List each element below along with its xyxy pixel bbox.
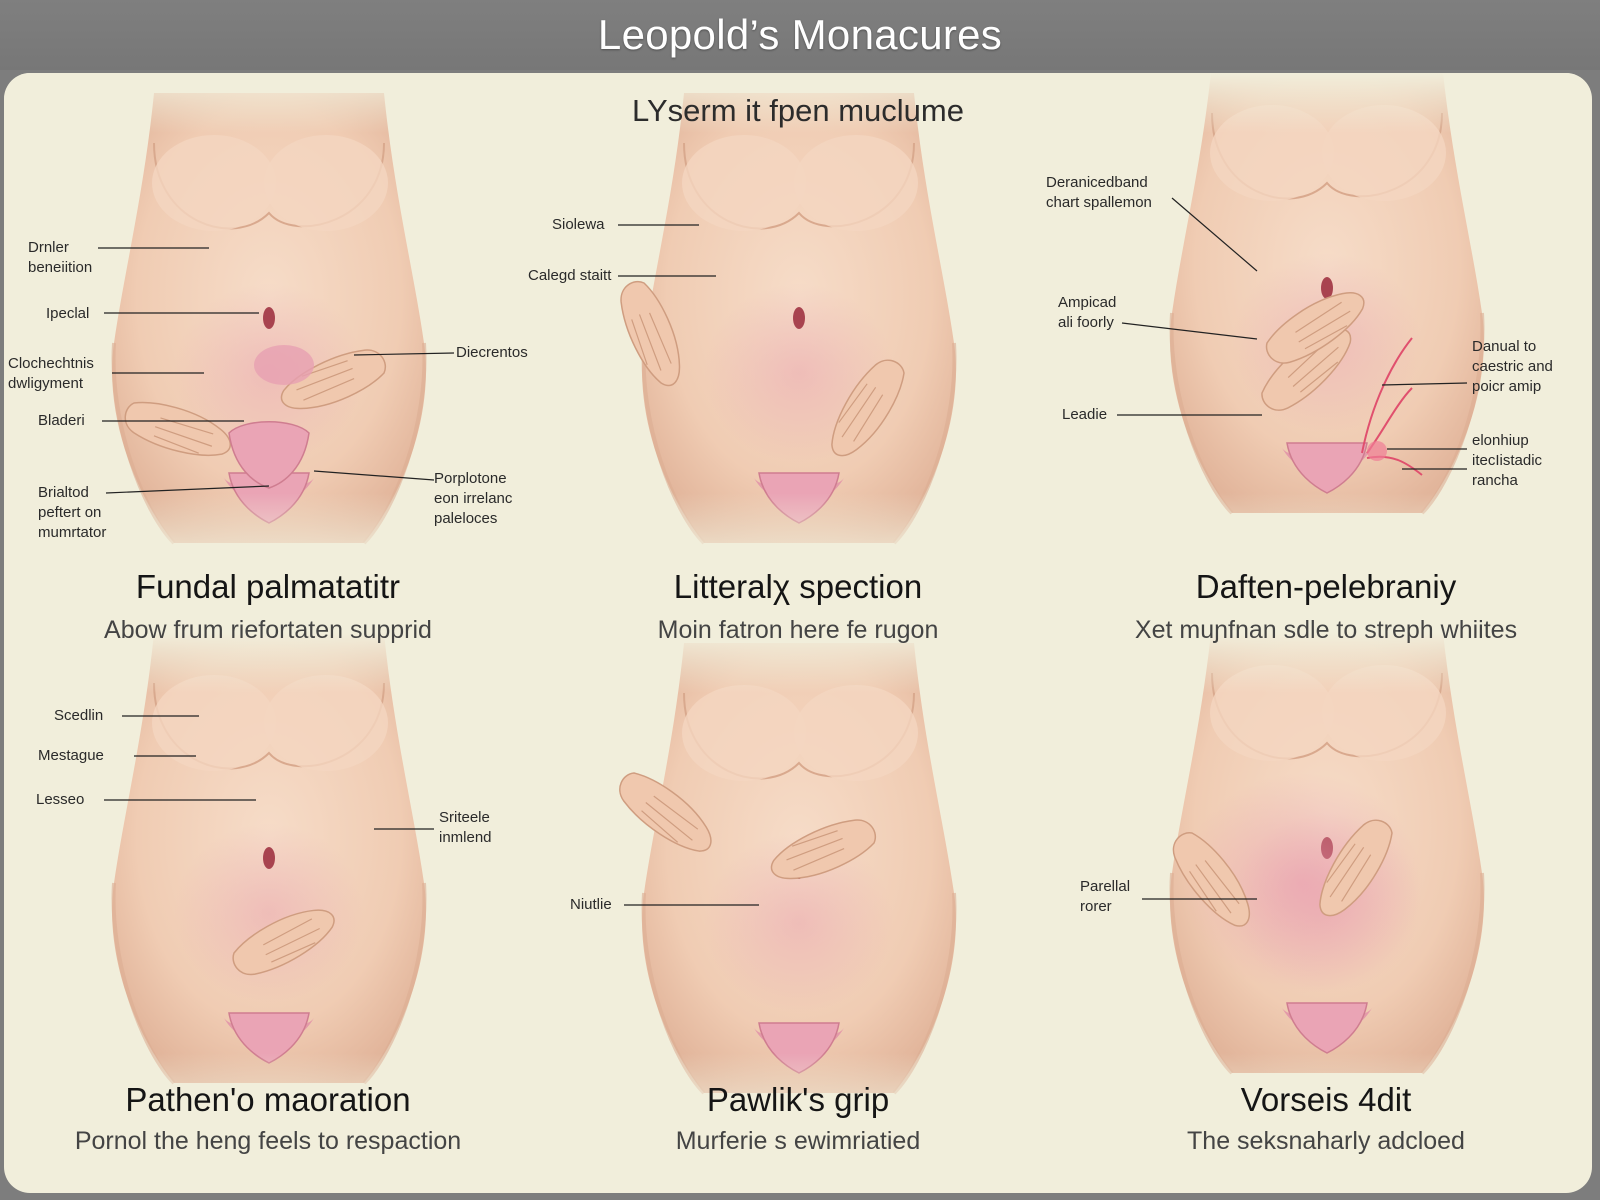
panel-fourth: Scedlin Mestague Lesseo Sriteele inmlend…: [4, 633, 532, 1193]
callout-label: Deranicedband chart spallemon: [1046, 174, 1152, 211]
nerve-illustration: [1361, 337, 1423, 476]
callout-label: Lesseo: [36, 791, 85, 808]
torso-illustration: [534, 73, 1062, 573]
callout-label: Leadie: [1062, 406, 1108, 423]
panel-title: Fundal palmatatitr: [135, 568, 401, 605]
panel-description: Moin fatron here fe rugon: [657, 616, 939, 644]
torso-illustration: [534, 633, 1062, 1133]
panel-title: Daften-pelebraniy: [1195, 568, 1457, 605]
title-bar: Leopold’s Monacures: [0, 0, 1600, 70]
page-title: Leopold’s Monacures: [597, 11, 1003, 58]
callout-label: Danual to caestric and poicr amip: [1472, 338, 1553, 395]
panel-third: Deranicedband chart spallemon Ampicad al…: [1046, 73, 1590, 644]
diagram-board: LYserm it fpen muclume Drnler beneiition…: [4, 73, 1592, 1193]
callout-label: Drnler beneiition: [28, 239, 93, 276]
panel-description: Abow frum riefortaten supprid: [104, 616, 432, 644]
panel-lateral: Siolewa Calegd staitt Litteralχ spection…: [528, 73, 1062, 644]
callout-label: Niutlie: [570, 896, 612, 913]
torso-illustration: [4, 633, 532, 1133]
callout-label: Diecrentos: [456, 344, 528, 361]
panel-description: Pornol the heng feels to respaction: [74, 1127, 462, 1155]
callout-label: Ipeclal: [46, 305, 90, 322]
panel-description: The seksnaharly adcloed: [1187, 1127, 1465, 1155]
panel-description: Xet muɲfnan sdle to streph whiites: [1134, 616, 1518, 644]
diagram-subtitle: LYserm it fpen muclume: [632, 93, 964, 128]
callout-label: Brialtod peftert on mumrtator: [38, 484, 107, 541]
panel-title: Pawlik's grip: [706, 1081, 890, 1118]
torso-illustration: [4, 73, 532, 573]
panel-title: Vorseis 4dit: [1240, 1081, 1412, 1118]
panel-sixth: Parellal rorer Vorseis 4dit The seksnaha…: [1062, 633, 1590, 1193]
callout-label: Sriteele inmlend: [439, 809, 492, 846]
callout-label: Clochechtnis dwligyment: [8, 355, 94, 392]
callout-label: Calegd staitt: [528, 267, 612, 284]
callout-label: Scedlin: [54, 707, 104, 724]
panel-fundal: Drnler beneiition Ipeclal Clochechtnis d…: [4, 73, 532, 644]
callout-label: elonhiup itecIistadic rancha: [1472, 432, 1543, 489]
callout-label: Mestague: [38, 747, 104, 764]
callout-label: Ampicad ali foorly: [1058, 294, 1117, 331]
callout-label: Bladeri: [38, 412, 85, 429]
panel-title: Pathen'o maoration: [125, 1081, 411, 1118]
callout-label: Parellal rorer: [1080, 878, 1131, 915]
panel-pawlik: Niutlie Pawlik's grip Murferie s ewimria…: [534, 633, 1062, 1193]
callout-label: Siolewa: [552, 216, 605, 233]
callout-label: Porplotone eon irrelanc paleloces: [434, 470, 513, 527]
panel-title: Litteralχ spection: [673, 568, 923, 605]
panel-description: Murferie s ewimriatied: [675, 1127, 921, 1155]
torso-illustration: [1062, 73, 1590, 573]
torso-illustration: [1062, 633, 1590, 1133]
